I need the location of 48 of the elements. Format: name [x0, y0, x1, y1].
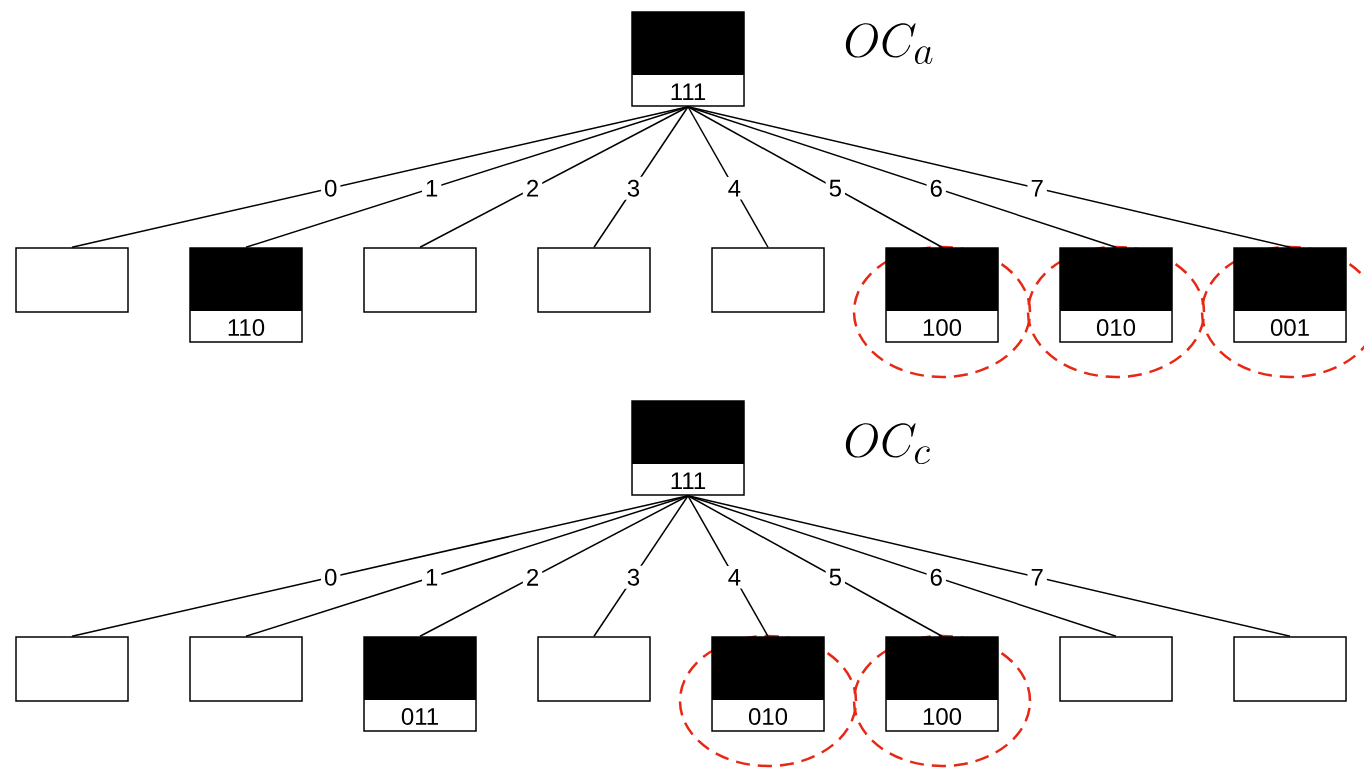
- empty-box: [711, 247, 825, 313]
- connector-line: [245, 495, 689, 637]
- edge-label: 4: [724, 177, 745, 200]
- empty-box: [15, 247, 129, 313]
- empty-box: [15, 636, 129, 702]
- empty-box: [1059, 636, 1173, 702]
- edge-label: 3: [623, 565, 644, 589]
- edge-label: 7: [1027, 177, 1047, 200]
- edge-label: 6: [926, 565, 946, 589]
- edge-label: 5: [825, 176, 845, 200]
- edge-label: 2: [522, 176, 543, 200]
- edge-label: 0: [321, 176, 341, 200]
- empty-box: [537, 247, 651, 313]
- tree-node-box: 010: [711, 636, 825, 732]
- edge-label: 2: [522, 565, 543, 589]
- connector-line: [245, 106, 689, 248]
- edge-label: 6: [926, 176, 946, 200]
- empty-box: [189, 636, 303, 702]
- tree-node-box: 110: [189, 247, 303, 343]
- tree-node-box: 111: [631, 11, 745, 107]
- set-label: $OC_c$: [845, 423, 930, 465]
- connector-line: [419, 495, 689, 637]
- edge-label: 5: [825, 565, 845, 589]
- edge-label: 4: [724, 566, 745, 589]
- connector-line: [687, 495, 1291, 637]
- connector-line: [687, 106, 1291, 248]
- edge-label: 7: [1027, 566, 1047, 589]
- edge-label: 3: [623, 176, 644, 200]
- edge-label: 1: [421, 177, 442, 200]
- tree-node-box: 011: [363, 636, 477, 732]
- set-label: $OC_a$: [845, 23, 933, 65]
- tree-node-box: 100: [885, 636, 999, 732]
- connector-line: [419, 106, 689, 248]
- connector-line: [687, 495, 943, 637]
- tree-node-box: 010: [1059, 247, 1173, 343]
- edge-label: 1: [421, 566, 442, 589]
- tree-node-box: 001: [1233, 247, 1347, 343]
- empty-box: [1233, 636, 1347, 702]
- empty-box: [363, 247, 477, 313]
- connector-line: [593, 106, 689, 248]
- edge-label: 0: [321, 565, 341, 589]
- connector-line: [687, 106, 769, 248]
- empty-box: [537, 636, 651, 702]
- connector-line: [687, 106, 943, 248]
- connector-line: [687, 495, 769, 637]
- tree-node-box: 111: [631, 400, 745, 496]
- tree-node-box: 100: [885, 247, 999, 343]
- connector-line: [593, 495, 689, 637]
